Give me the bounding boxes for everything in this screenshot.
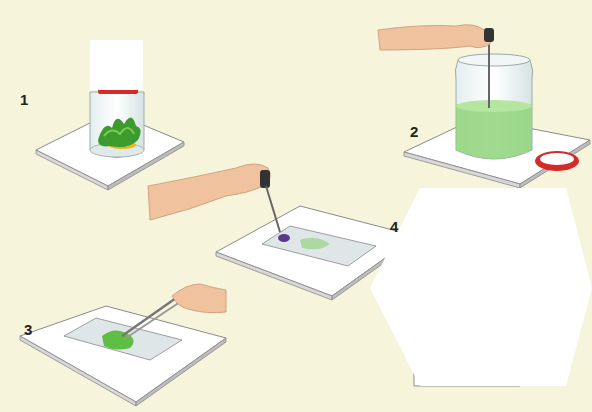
hand-with-dropper bbox=[378, 25, 494, 50]
jar-with-green-liquid bbox=[455, 40, 579, 171]
plate-3 bbox=[20, 306, 226, 406]
hand-with-dropper bbox=[148, 164, 280, 232]
callout-number: 4 bbox=[390, 219, 398, 234]
callout-number: 2 bbox=[410, 124, 418, 139]
hand-with-tweezers bbox=[122, 284, 226, 338]
jar-with-plant bbox=[90, 40, 144, 158]
blank-overlay bbox=[370, 188, 592, 386]
callout-number: 3 bbox=[24, 322, 32, 337]
callout-number: 1 bbox=[20, 92, 28, 107]
